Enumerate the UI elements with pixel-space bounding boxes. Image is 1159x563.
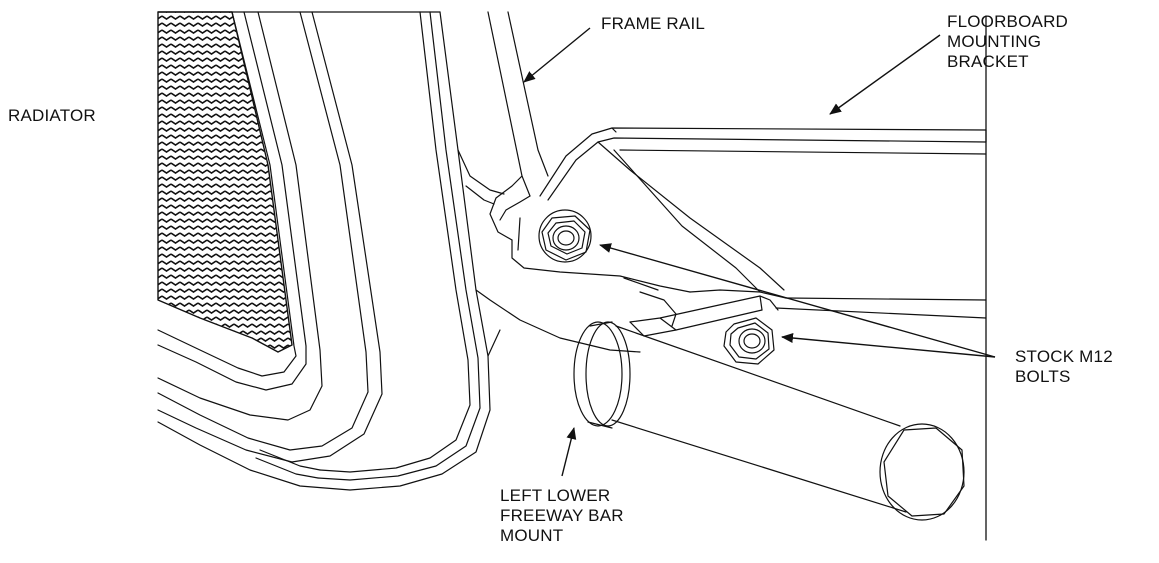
label-freeway-line-2: FREEWAY BAR <box>500 506 624 525</box>
arrow-freeway-mount <box>561 427 577 477</box>
frame-rail-part <box>457 11 641 357</box>
label-freeway-line-1: LEFT LOWER <box>500 486 611 505</box>
label-floorboard-line-3: BRACKET <box>947 52 1029 71</box>
label-radiator: RADIATOR <box>8 106 96 125</box>
label-stock-bolts: STOCK M12 BOLTS <box>1015 347 1113 387</box>
arrow-bolt-lower <box>781 333 996 358</box>
floorboard-bracket-part <box>511 15 987 541</box>
label-frame-rail: FRAME RAIL <box>601 14 706 33</box>
bolt-lower <box>723 317 775 365</box>
label-bolts-line-1: STOCK M12 <box>1015 347 1113 366</box>
callout-arrows <box>523 27 996 477</box>
bolt-upper <box>538 209 592 263</box>
arrow-frame-rail <box>523 27 591 83</box>
label-floorboard-line-2: MOUNTING <box>947 32 1042 51</box>
label-floorboard-bracket: FLOORBOARD MOUNTING BRACKET <box>947 12 1068 72</box>
label-bolts-line-2: BOLTS <box>1015 367 1071 386</box>
arrow-bolt-upper <box>599 243 996 358</box>
label-freeway-bar-mount: LEFT LOWER FREEWAY BAR MOUNT <box>500 486 624 546</box>
freeway-bar-part <box>573 321 965 521</box>
arrow-floorboard <box>829 34 941 115</box>
label-floorboard-line-1: FLOORBOARD <box>947 12 1069 31</box>
label-freeway-line-3: MOUNT <box>500 526 564 545</box>
radiator-part <box>157 11 491 491</box>
